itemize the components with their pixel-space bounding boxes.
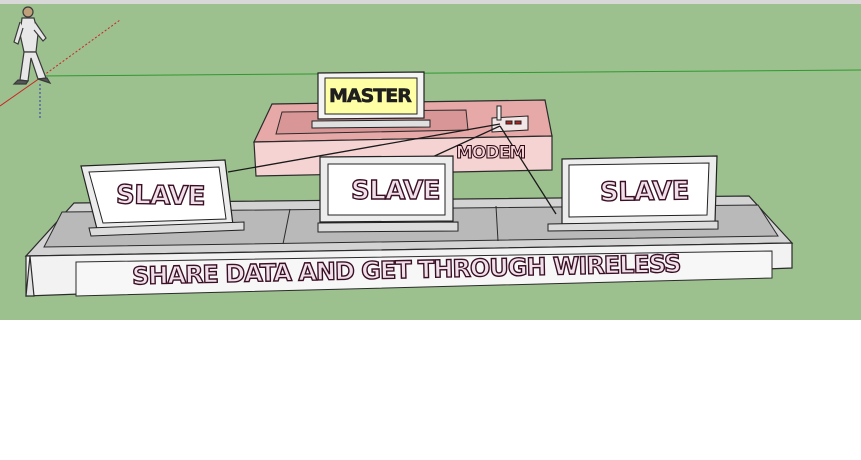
- red-axis-dotted: [39, 19, 121, 79]
- slave-monitor-3: [547, 155, 719, 232]
- modem-label: MODEM: [455, 143, 526, 164]
- human-figure: [12, 6, 52, 85]
- top-strip: [0, 0, 861, 4]
- scene-drawing: [0, 0, 861, 297]
- slave-monitor-1: [80, 159, 245, 237]
- master-monitor: [311, 71, 431, 129]
- master-label: MASTER: [329, 85, 412, 108]
- slave-label-3: SLAVE: [599, 176, 690, 209]
- slave-label-1: SLAVE: [115, 180, 206, 213]
- red-axis: [0, 77, 41, 107]
- diagram-scene: MASTER MODEM SLAVE SLAVE SLAVE SHARE DAT…: [0, 0, 861, 320]
- slave-label-2: SLAVE: [350, 175, 441, 206]
- green-axis: [35, 69, 861, 77]
- slave-monitor-2: [317, 155, 459, 233]
